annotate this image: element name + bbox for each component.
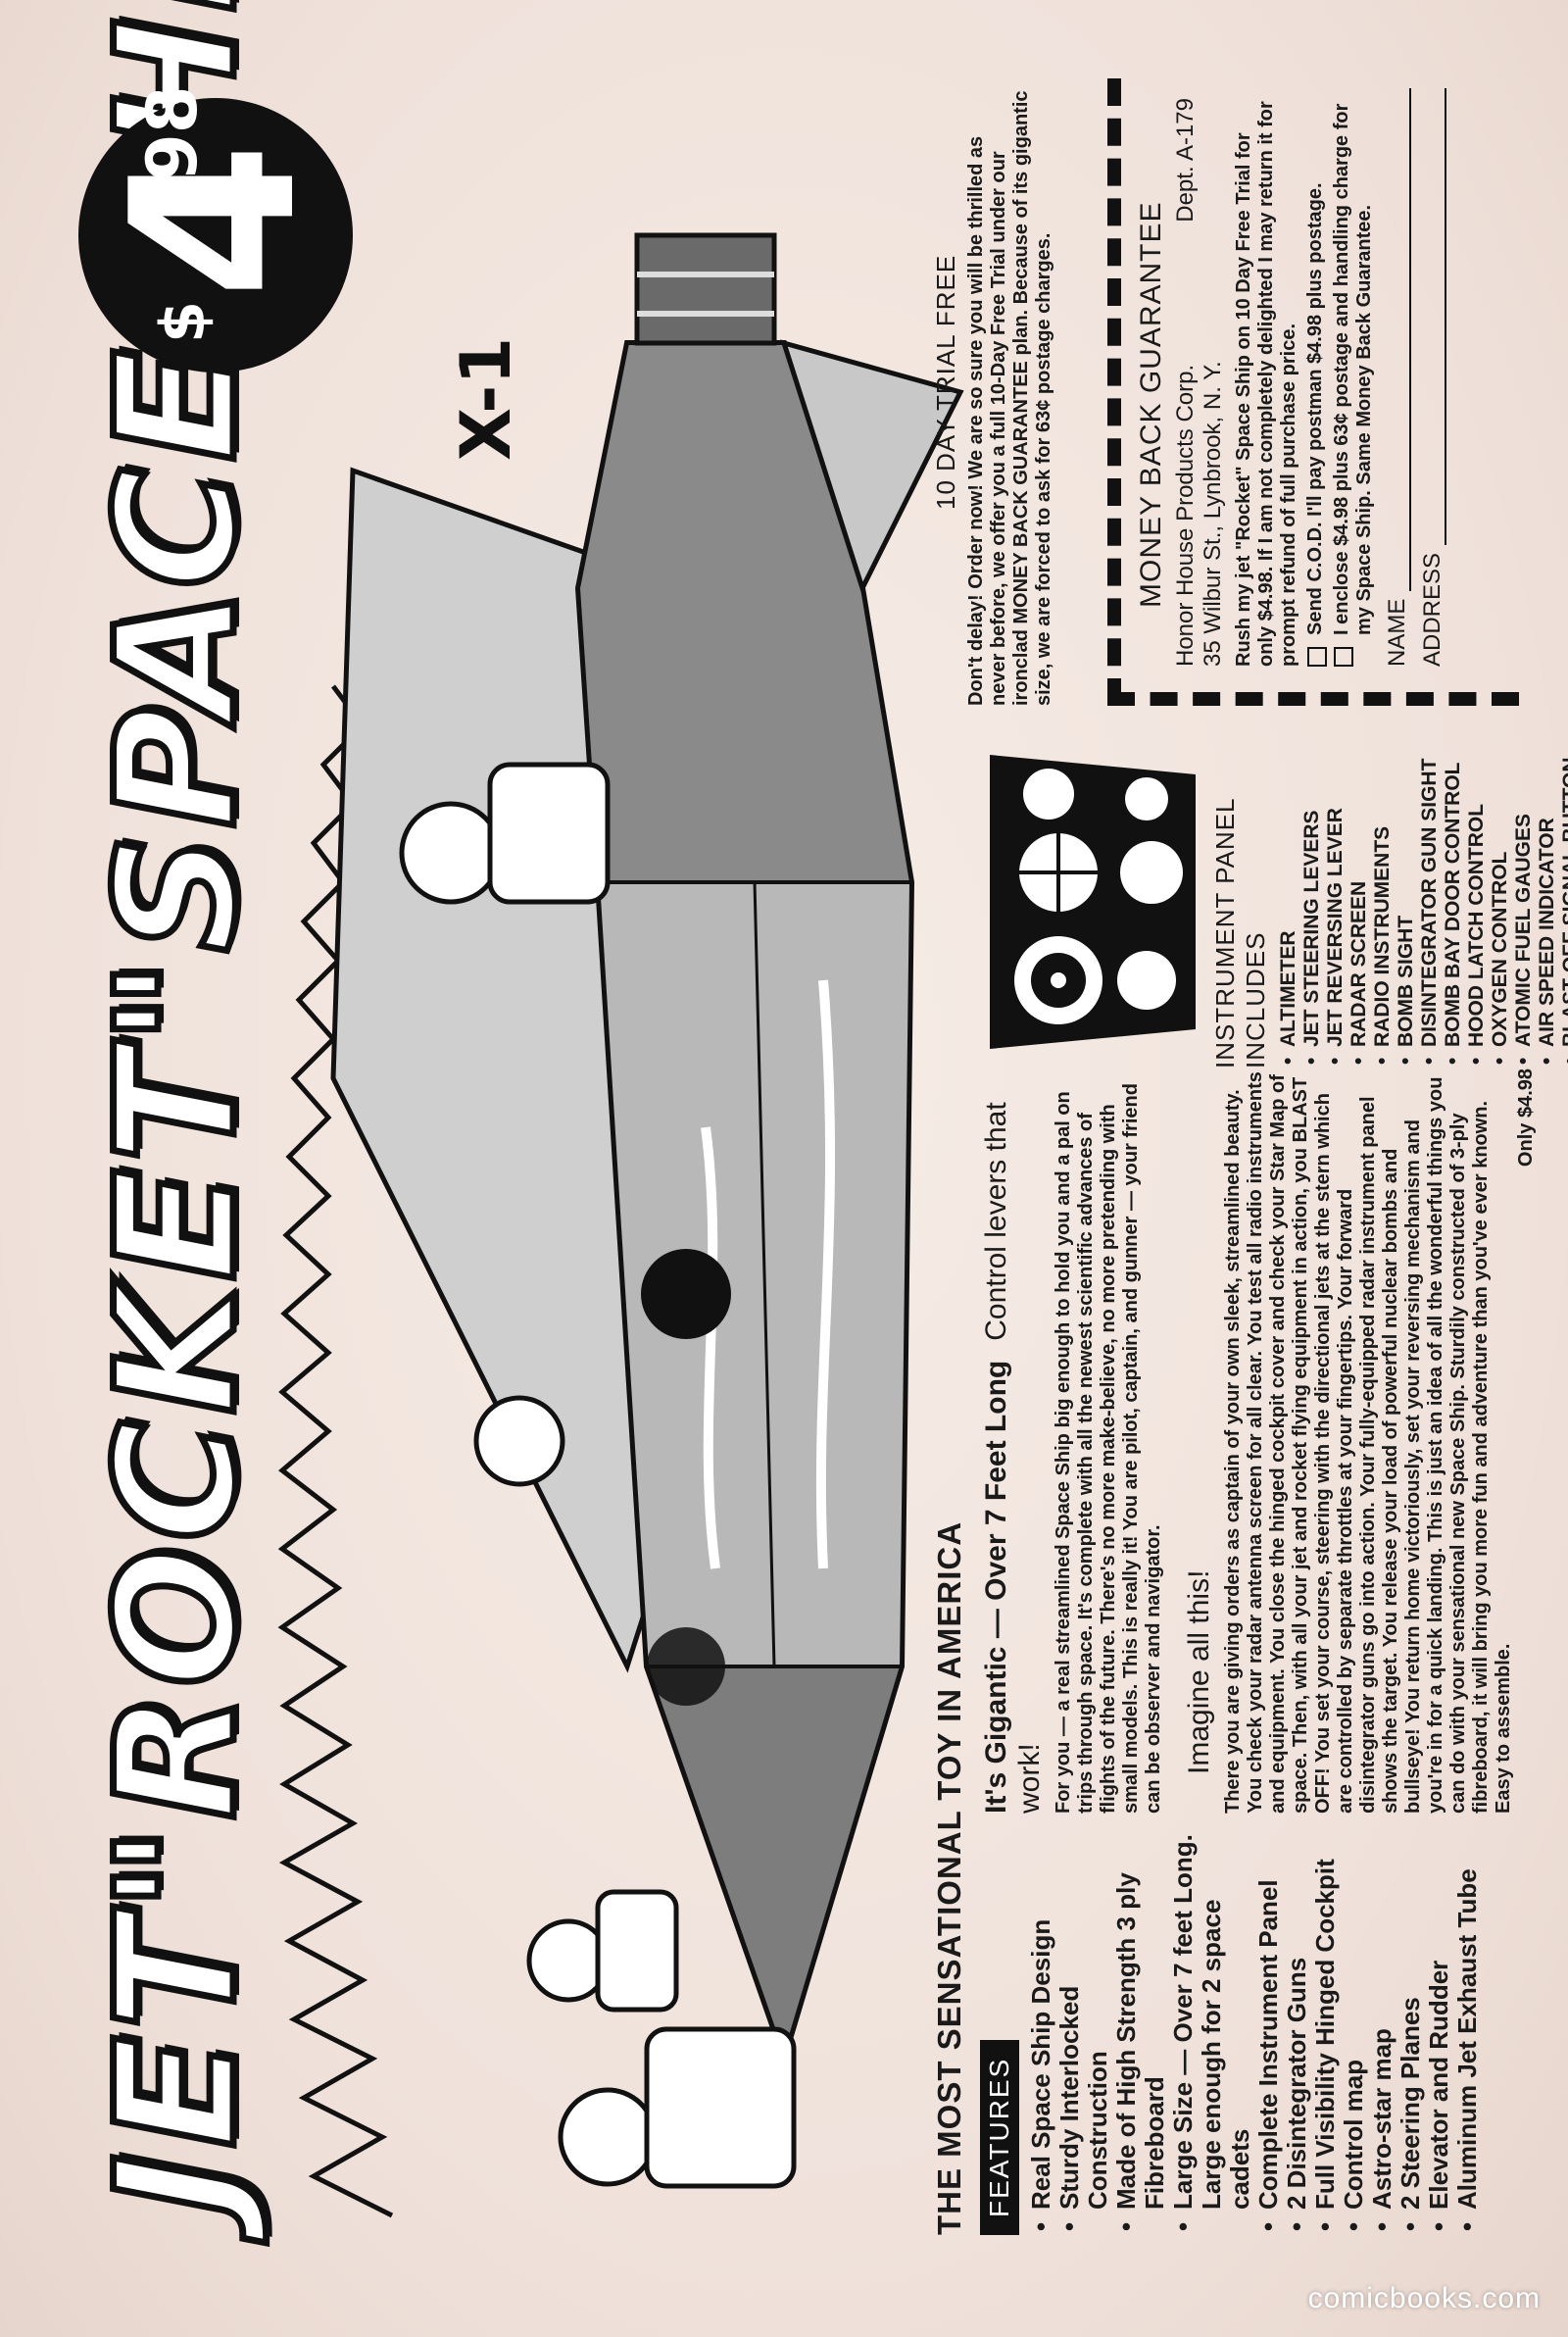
option-enclose[interactable]: I enclose $4.98 plus 63¢ postage and han…	[1331, 88, 1376, 667]
features-tag: FEATURES	[980, 2039, 1019, 2235]
intro-price-line: Only $4.98	[1515, 1069, 1537, 1168]
watermark: comicbooks.com	[1307, 2282, 1541, 2314]
coupon-order-text: Rush my jet "Rocket" Space Ship on 10 Da…	[1233, 101, 1299, 667]
name-label: NAME	[1384, 598, 1410, 667]
coupon-address: 35 Wilbur St., Lynbrook, N. Y.	[1200, 361, 1226, 667]
trial-body: Don't delay! Order now! We are so sure y…	[965, 90, 1054, 707]
price-cents: 98	[132, 85, 213, 181]
trial-offer: 10 DAY TRIAL FREE Don't delay! Order now…	[931, 78, 1055, 707]
instrument-item: AIR SPEED INDICATOR	[1536, 716, 1559, 1069]
instrument-items: ALTIMETER JET STEERING LEVERS JET REVERS…	[1277, 716, 1568, 1069]
zigzag-burst	[277, 684, 394, 2218]
feature-item: Astro-star map	[1367, 1823, 1396, 2235]
address-label: ADDRESS	[1419, 552, 1446, 667]
coupon-company-name: Honor House Products Corp.	[1172, 364, 1199, 667]
feature-item: Large Size — Over 7 feet Long. Large eno…	[1168, 1823, 1254, 2235]
coupon-dept: Dept. A-179	[1172, 98, 1199, 223]
feature-item: Real Space Ship Design	[1026, 1823, 1055, 2235]
instrument-item: BOMB SIGHT	[1395, 716, 1418, 1069]
headline: JET"ROCKET"SPACE SHIP!	[77, 0, 276, 2219]
enclose-checkbox[interactable]	[1334, 647, 1353, 667]
cod-checkbox[interactable]	[1307, 647, 1327, 667]
feature-item: Made of High Strength 3 ply Fibreboard	[1111, 1823, 1169, 2235]
cod-label: Send C.O.D. I'll pay postman $4.98 plus …	[1304, 182, 1326, 635]
name-field[interactable]: NAME	[1384, 88, 1411, 667]
instrument-item: JET REVERSING LEVER	[1324, 716, 1348, 1069]
trial-heading: 10 DAY TRIAL FREE	[931, 254, 960, 510]
rocket-illustration: X-1	[277, 232, 964, 2218]
feature-item: Control map	[1339, 1823, 1368, 2235]
instrument-item: JET STEERING LEVERS	[1300, 716, 1324, 1069]
features-list: Real Space Ship Design Sturdy Interlocke…	[1026, 1823, 1482, 2235]
instrument-panel-heading: INSTRUMENT PANEL INCLUDES	[1210, 798, 1270, 1069]
feature-item: 2 Disintegrator Guns	[1282, 1823, 1311, 2235]
intro-copy: It's Gigantic — Over 7 Feet LongControl …	[980, 1069, 1538, 1814]
instrument-panel-list: INSTRUMENT PANEL INCLUDES ALTIMETER JET …	[980, 716, 1568, 1069]
instrument-item: BLAST OFF SIGNAL BUTTON	[1559, 716, 1568, 1069]
instrument-item: BOMB BAY DOOR CONTROL	[1442, 716, 1465, 1069]
advertisement: JET"ROCKET"SPACE SHIP! $ 4 98	[49, 0, 1568, 2255]
coupon-heading: MONEY BACK GUARANTEE	[1135, 201, 1167, 608]
address-field[interactable]: ADDRESS	[1419, 88, 1446, 667]
instrument-item: DISINTEGRATOR GUN SIGHT	[1418, 716, 1442, 1069]
option-cod[interactable]: Send C.O.D. I'll pay postman $4.98 plus …	[1304, 88, 1327, 667]
feature-item: Complete Instrument Panel	[1253, 1823, 1283, 2235]
feature-item: 2 Steering Planes	[1396, 1823, 1425, 2235]
intro-body: For you — a real streamlined Space Ship …	[1053, 1083, 1164, 1814]
kids-figures	[399, 762, 797, 2189]
intro-heading: It's Gigantic — Over 7 Feet LongControl …	[980, 1069, 1047, 1814]
order-coupon[interactable]: MONEY BACK GUARANTEE Honor House Product…	[1107, 78, 1519, 706]
features-box: FEATURES Real Space Ship Design Sturdy I…	[980, 1823, 1509, 2235]
price-currency: $	[147, 300, 219, 343]
instrument-item: ALTIMETER	[1277, 716, 1300, 1069]
enclose-label: I enclose $4.98 plus 63¢ postage and han…	[1331, 103, 1375, 635]
feature-item: Sturdy Interlocked Construction	[1054, 1823, 1112, 2235]
instrument-item: ATOMIC FUEL GAUGES	[1512, 716, 1536, 1069]
intro-subheading: Imagine all this!	[1183, 1569, 1215, 1774]
rocket-body	[574, 232, 964, 2068]
instrument-item: RADAR SCREEN	[1348, 716, 1371, 1069]
rocket-label: X-1	[446, 337, 526, 461]
intro-heading-text: It's Gigantic — Over 7 Feet Long	[980, 1360, 1012, 1814]
instrument-item: OXYGEN CONTROL	[1489, 716, 1512, 1069]
feature-item: Full Visibility Hinged Cockpit	[1310, 1823, 1340, 2235]
feature-item: Elevator and Rudder	[1424, 1823, 1453, 2235]
feature-item: Aluminum Jet Exhaust Tube	[1452, 1823, 1482, 2235]
instrument-item: HOOD LATCH CONTROL	[1465, 716, 1489, 1069]
banner: THE MOST SENSATIONAL TOY IN AMERICA	[931, 1520, 967, 2235]
intro-body-2: There you are giving orders as captain o…	[1222, 1071, 1514, 1814]
coupon-company: Honor House Products Corp. Dept. A-179	[1172, 88, 1200, 667]
instrument-panel-icon	[990, 755, 1196, 1049]
name-input-line[interactable]	[1384, 88, 1411, 591]
address-input-line[interactable]	[1419, 88, 1446, 545]
instrument-item: RADIO INSTRUMENTS	[1371, 716, 1395, 1069]
